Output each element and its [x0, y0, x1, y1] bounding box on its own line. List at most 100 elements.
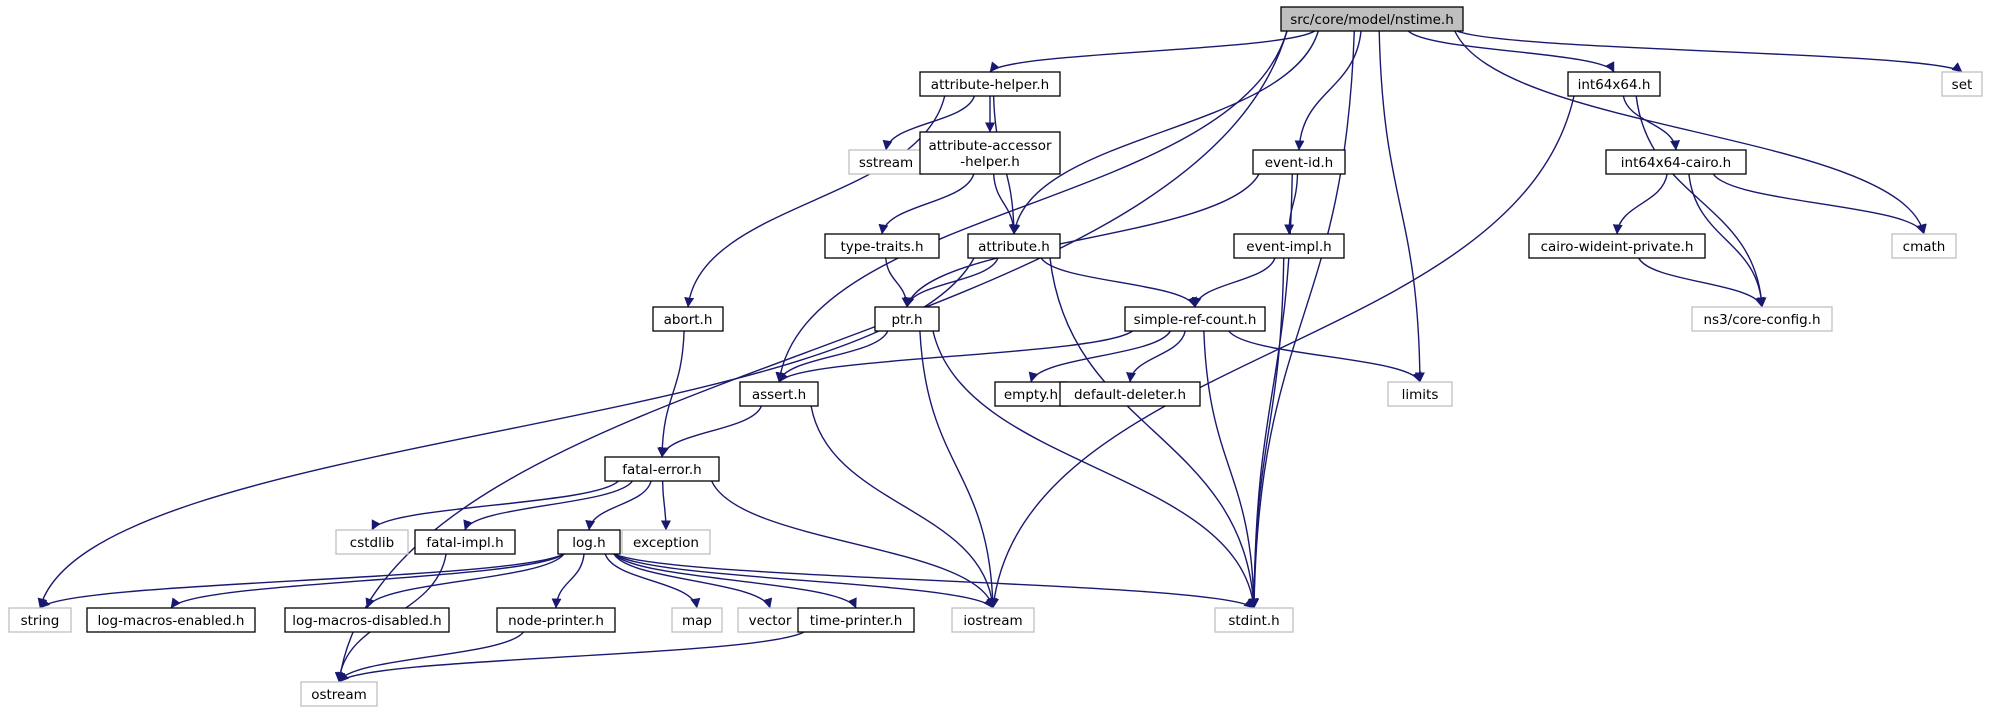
node-label-time-printer: time-printer.h: [810, 613, 903, 629]
edge-int64x64-to-int64x64-cairo: [1622, 95, 1681, 151]
edge-log-to-vector: [613, 553, 773, 609]
edge-root-to-ostream: [335, 30, 1288, 683]
node-label-abort: abort.h: [664, 312, 713, 328]
edge-attribute-accessor-helper-to-attribute: [992, 173, 1019, 235]
node-log-macros-disabled[interactable]: log-macros-disabled.h: [284, 607, 450, 633]
node-label-attribute: attribute.h: [978, 239, 1050, 255]
edge-root-to-cmath: [1454, 30, 1927, 235]
node-box-time-printer: [797, 607, 915, 633]
node-box-type-traits: [824, 233, 940, 259]
node-label-ptr: ptr.h: [891, 312, 922, 328]
node-label-assert: assert.h: [752, 387, 806, 403]
edge-attribute-to-simple-ref-count: [1040, 257, 1197, 308]
node-stdint: stdint.h: [1214, 607, 1294, 633]
edge-ptr-to-stdint: [932, 330, 1258, 609]
edge-log-to-stdint: [613, 553, 1255, 609]
node-label-map: map: [682, 613, 712, 629]
edge-root-to-attribute: [1010, 30, 1319, 235]
node-node-printer[interactable]: node-printer.h: [496, 607, 616, 633]
edge-attribute-helper-to-abort: [684, 95, 946, 308]
edge-assert-to-iostream: [810, 405, 998, 609]
node-box-log-macros-disabled: [284, 607, 450, 633]
edge-event-impl-to-stdint: [1249, 257, 1285, 609]
node-cairo-wideint-private[interactable]: cairo-wideint-private.h: [1528, 233, 1706, 259]
node-label-cairo-wideint-private: cairo-wideint-private.h: [1541, 239, 1694, 255]
node-int64x64[interactable]: int64x64.h: [1567, 71, 1661, 97]
edge-log-to-log-macros-disabled: [365, 553, 565, 609]
node-abort[interactable]: abort.h: [652, 306, 724, 332]
edge-simple-ref-count-to-assert: [778, 330, 1134, 383]
node-label-log-macros-disabled: log-macros-disabled.h: [292, 613, 441, 629]
node-label-fatal-impl: fatal-impl.h: [426, 535, 503, 551]
node-simple-ref-count[interactable]: simple-ref-count.h: [1124, 306, 1266, 332]
node-event-id[interactable]: event-id.h: [1252, 149, 1346, 175]
node-assert[interactable]: assert.h: [739, 381, 819, 407]
node-attribute-helper[interactable]: attribute-helper.h: [919, 71, 1061, 97]
node-sstream: sstream: [848, 149, 924, 175]
edge-type-traits-to-ptr: [885, 257, 912, 308]
node-root[interactable]: src/core/model/nstime.h: [1280, 6, 1464, 32]
edge-simple-ref-count-to-limits: [1228, 330, 1422, 383]
edge-root-to-stdint: [1249, 30, 1355, 609]
node-cmath: cmath: [1891, 233, 1957, 259]
node-box-iostream: [951, 607, 1035, 633]
node-log[interactable]: log.h: [557, 529, 621, 555]
node-label-limits: limits: [1402, 387, 1439, 403]
node-label-sstream: sstream: [859, 155, 913, 171]
edge-log-to-node-printer: [551, 553, 585, 609]
node-box-empty: [994, 381, 1068, 407]
node-empty[interactable]: empty.h: [994, 381, 1068, 407]
node-label-iostream: iostream: [963, 613, 1022, 629]
node-cstdlib: cstdlib: [335, 529, 409, 555]
node-box-cstdlib: [335, 529, 409, 555]
edge-root-to-attribute-helper: [989, 30, 1316, 73]
edge-root-to-assert: [775, 30, 1288, 383]
node-event-impl[interactable]: event-impl.h: [1233, 233, 1345, 259]
edge-root-to-limits: [1378, 30, 1425, 383]
node-label-attribute-accessor-helper: -helper.h: [960, 154, 1020, 170]
node-label-int64x64: int64x64.h: [1578, 77, 1651, 93]
node-fatal-impl[interactable]: fatal-impl.h: [414, 529, 516, 555]
node-log-macros-enabled[interactable]: log-macros-enabled.h: [86, 607, 256, 633]
node-box-log: [557, 529, 621, 555]
node-vector: vector: [737, 607, 803, 633]
node-label-string: string: [21, 613, 60, 629]
edge-time-printer-to-ostream: [338, 631, 805, 683]
node-type-traits[interactable]: type-traits.h: [824, 233, 940, 259]
node-box-map: [671, 607, 723, 633]
node-ptr[interactable]: ptr.h: [874, 306, 940, 332]
node-label-attribute-accessor-helper: attribute-accessor: [928, 138, 1052, 154]
edge-abort-to-fatal-error: [657, 330, 685, 458]
node-box-event-id: [1252, 149, 1346, 175]
node-attribute[interactable]: attribute.h: [967, 233, 1061, 259]
edge-simple-ref-count-to-empty: [1028, 330, 1172, 383]
node-box-set: [1941, 71, 1983, 97]
node-box-ptr: [874, 306, 940, 332]
node-box-fatal-impl: [414, 529, 516, 555]
edges-layer: [37, 30, 1963, 683]
edge-root-to-set: [1456, 30, 1963, 73]
node-box-root: [1280, 6, 1464, 32]
edge-int64x64-cairo-to-cmath: [1712, 173, 1926, 235]
node-label-attribute-helper: attribute-helper.h: [931, 77, 1049, 93]
node-box-node-printer: [496, 607, 616, 633]
edge-attribute-to-string: [37, 257, 975, 609]
edge-attribute-accessor-helper-to-type-traits: [878, 173, 975, 235]
node-int64x64-cairo[interactable]: int64x64-cairo.h: [1605, 149, 1747, 175]
node-label-node-printer: node-printer.h: [508, 613, 604, 629]
node-default-deleter[interactable]: default-deleter.h: [1059, 381, 1201, 407]
edge-event-impl-to-simple-ref-count: [1191, 257, 1276, 308]
node-box-log-macros-enabled: [86, 607, 256, 633]
node-label-fatal-error: fatal-error.h: [622, 462, 702, 478]
edge-event-id-to-ptr: [904, 173, 1260, 308]
node-time-printer[interactable]: time-printer.h: [797, 607, 915, 633]
node-iostream: iostream: [951, 607, 1035, 633]
edge-fatal-error-to-fatal-impl: [463, 480, 634, 531]
node-attribute-accessor-helper[interactable]: attribute-accessor-helper.h: [919, 131, 1061, 175]
node-core-config: ns3/core-config.h: [1691, 306, 1833, 332]
node-fatal-error[interactable]: fatal-error.h: [604, 456, 720, 482]
edge-node-printer-to-ostream: [337, 631, 525, 683]
edge-log-to-map: [604, 553, 701, 609]
node-label-log: log.h: [572, 535, 605, 551]
